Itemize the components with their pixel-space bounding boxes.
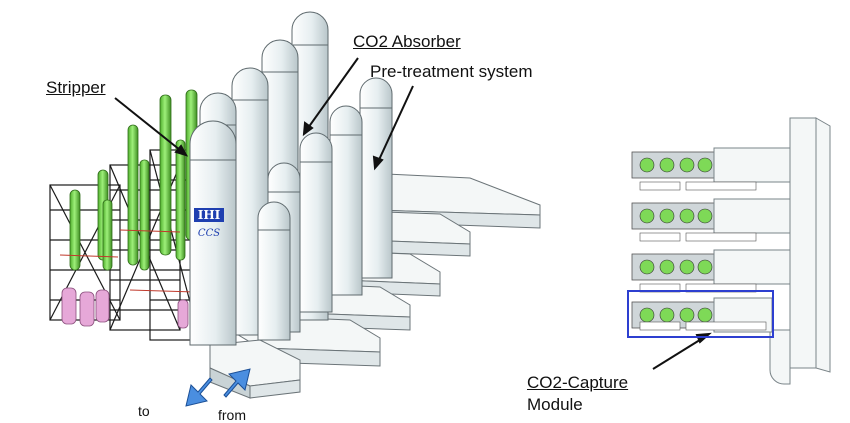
module-row-2 — [631, 198, 791, 242]
svg-text:IHI: IHI — [198, 208, 221, 222]
diagram-canvas: IHI CCS — [46, 11, 831, 422]
svg-text:CCS: CCS — [198, 228, 220, 239]
module-highlight-frame — [627, 290, 774, 338]
pretreatment-label: Pre-treatment system — [370, 62, 533, 81]
absorber-towers — [189, 11, 393, 346]
leader-lines — [114, 57, 712, 370]
stripper-structures — [49, 89, 210, 341]
module-row-1 — [631, 147, 791, 191]
stripper-label: Stripper — [46, 78, 106, 97]
to-label: to — [138, 403, 150, 419]
module-label-line2: Module — [527, 395, 583, 414]
module-row-3 — [631, 249, 791, 293]
module-row-4 — [631, 297, 773, 333]
ihi-logo: IHI CCS — [194, 208, 224, 239]
flow-arrows — [185, 368, 251, 407]
from-label: from — [218, 407, 246, 423]
absorber-label: CO2 Absorber — [353, 32, 461, 51]
module-label-line1: CO2-Capture — [527, 373, 629, 392]
plant-illustration: IHI CCS — [49, 11, 831, 407]
module-layout — [627, 117, 831, 385]
